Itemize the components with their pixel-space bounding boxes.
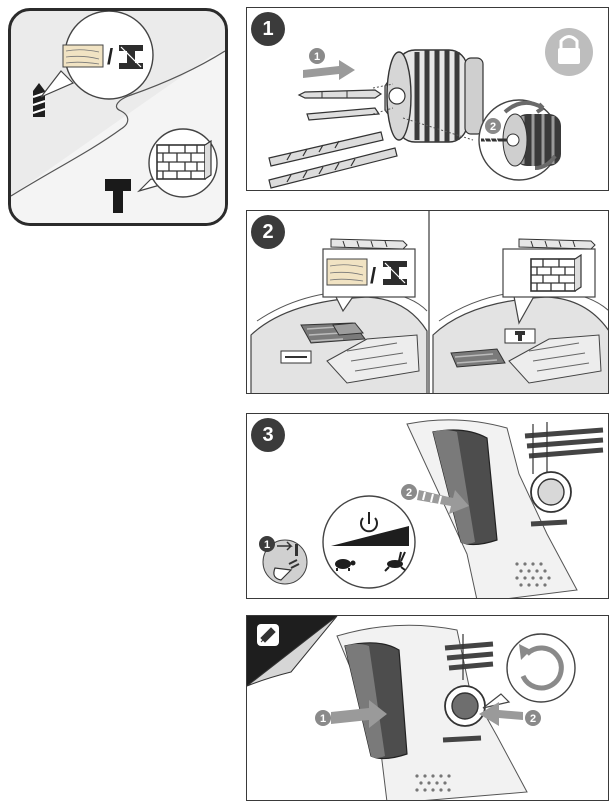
- step-1-panel: 1 2 1: [246, 7, 609, 191]
- tighten-detail-circle: [478, 99, 561, 181]
- masonry-callout-bubble: [136, 128, 218, 198]
- material-callout-bubble: /: [40, 11, 154, 100]
- hammer-symbol-icon: [105, 179, 131, 213]
- screwdriver-bit-icon: [297, 89, 383, 121]
- metal-icon: [119, 45, 143, 69]
- press-arrow-2: [479, 702, 523, 726]
- material-divider: /: [107, 44, 113, 69]
- hammer-mode-switch-icon: [432, 290, 608, 393]
- step-4-callout-2: 2: [530, 713, 536, 725]
- masonry-callout: [502, 238, 596, 325]
- plug-icon: [262, 539, 308, 585]
- step-1-callout-1: 1: [314, 51, 320, 63]
- press-arrow-1: [331, 700, 387, 728]
- masonry-wall-icon: [156, 139, 212, 180]
- lock-icon: [545, 28, 593, 76]
- wood-icon: [62, 44, 104, 68]
- step-1-callout-2: 2: [490, 121, 496, 133]
- drill-mode-switch-icon: [250, 290, 428, 393]
- masonry-wall-icon: [530, 253, 582, 292]
- step-3-callout-1: 1: [264, 539, 270, 551]
- step-3-panel: 2: [246, 413, 609, 599]
- info-book-icon: [247, 616, 338, 687]
- tortoise-icon: [335, 559, 356, 571]
- direction-switch-icon: [530, 471, 572, 527]
- wood-metal-callout: /: [322, 238, 416, 313]
- rotation-arrow-icon: [482, 633, 576, 709]
- hare-icon: [384, 551, 406, 572]
- drill-bit-icon: [268, 131, 398, 189]
- step-2-panel: /: [246, 210, 609, 394]
- step-4-panel: 1 2: [246, 615, 609, 801]
- chuck-icon: [384, 49, 484, 143]
- trigger-icon: [432, 429, 498, 546]
- overview-tile: /: [8, 8, 228, 226]
- power-icon: [360, 512, 378, 533]
- speed-callout: [322, 495, 416, 589]
- drill-bit-tip-icon: [32, 83, 46, 117]
- direction-switch-icon: [442, 685, 486, 743]
- metal-icon: [383, 261, 407, 285]
- step-4-callout-1: 1: [320, 713, 326, 725]
- step-2-badge: 2: [251, 215, 285, 249]
- step-3-callout-2: 2: [406, 487, 412, 499]
- press-arrow: [417, 490, 469, 514]
- material-divider-2: /: [370, 263, 376, 288]
- step-1-badge: 1: [251, 12, 285, 46]
- insert-arrow: [303, 60, 355, 80]
- wood-icon: [326, 258, 368, 286]
- trigger-icon: [344, 642, 408, 760]
- step-3-badge: 3: [251, 418, 285, 452]
